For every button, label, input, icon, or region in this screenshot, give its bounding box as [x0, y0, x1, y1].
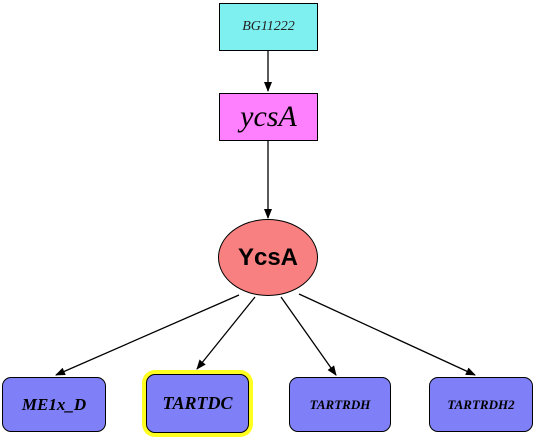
reaction-node-tartrdh[interactable]: TARTRDH — [289, 377, 391, 432]
gene-id-label: BG11222 — [242, 19, 295, 34]
reaction-label: ME1x_D — [21, 394, 87, 414]
edge-protein-to-tartrdh — [280, 296, 337, 376]
reaction-node-me1x-d[interactable]: ME1x_D — [2, 377, 106, 432]
gene-id-node[interactable]: BG11222 — [219, 3, 318, 51]
edge-protein-to-me1x-d — [55, 294, 240, 376]
gene-label: ycsA — [240, 100, 297, 133]
protein-node[interactable]: YcsA — [218, 219, 318, 296]
reaction-node-tartdc[interactable]: TARTDC — [146, 374, 249, 433]
gene-node[interactable]: ycsA — [219, 93, 318, 141]
edge-protein-to-tartrdh2 — [298, 293, 476, 376]
edge-protein-to-tartdc — [196, 296, 256, 370]
reaction-label: TARTDC — [162, 393, 233, 413]
protein-label: YcsA — [237, 243, 299, 271]
reaction-node-tartrdh2[interactable]: TARTRDH2 — [429, 377, 533, 432]
reaction-label: TARTRDH2 — [447, 396, 515, 412]
reaction-label: TARTRDH — [309, 396, 371, 412]
